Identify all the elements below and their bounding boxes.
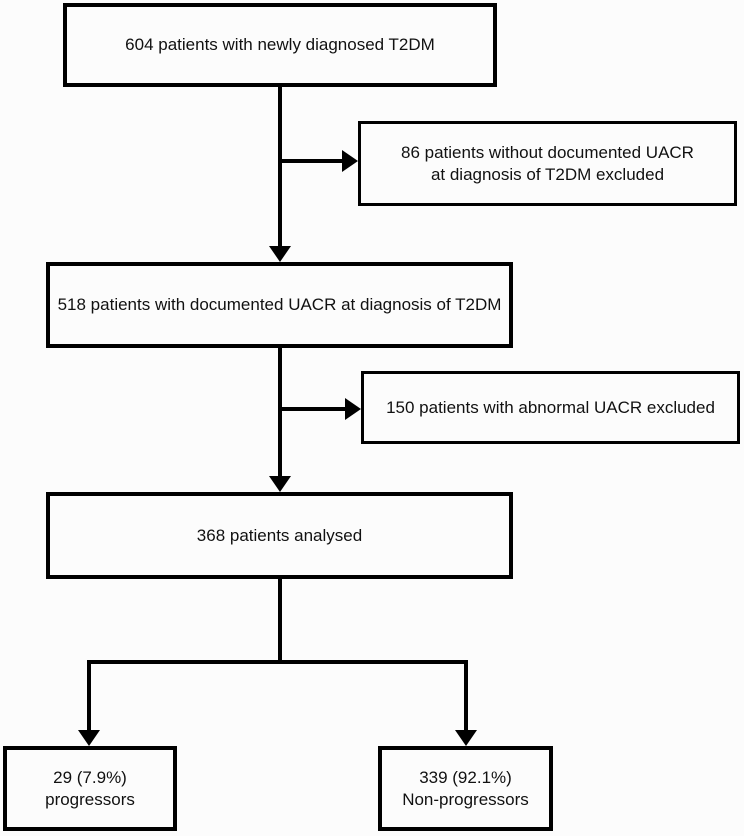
flow-box-documented-uacr: 518 patients with documented UACR at dia… (46, 262, 513, 348)
connector-branch-2 (280, 407, 345, 411)
flow-box-label-line2: progressors (45, 789, 135, 809)
flow-box-excluded-no-uacr: 86 patients without documented UACR at d… (358, 121, 737, 206)
flow-box-label-line1: 29 (7.9%) (53, 767, 127, 787)
connector-vertical-right (464, 660, 468, 730)
flow-box-non-progressors: 339 (92.1%) Non-progressors (378, 746, 553, 831)
flow-box-label: 604 patients with newly diagnosed T2DM (125, 35, 435, 54)
flow-box-label-line2: Non-progressors (402, 789, 529, 809)
arrowhead-down-right (455, 730, 477, 746)
connector-split-horizontal (87, 660, 468, 664)
flow-box-label-line1: 339 (92.1%) (419, 767, 512, 787)
connector-branch-1 (280, 159, 343, 163)
flow-box-label: 518 patients with documented UACR at dia… (57, 295, 502, 314)
arrowhead-down-1 (269, 246, 291, 262)
flow-box-label: 368 patients analysed (196, 525, 363, 545)
flow-box-progressors: 29 (7.9%) progressors (3, 746, 177, 831)
flow-box-newly-diagnosed: 604 patients with newly diagnosed T2DM (63, 3, 497, 87)
flow-box-label-line2: at diagnosis of T2DM excluded (430, 164, 665, 184)
arrowhead-right-1 (342, 150, 358, 172)
flow-box-analysed: 368 patients analysed (46, 492, 513, 579)
connector-vertical-1 (278, 87, 282, 247)
flow-box-excluded-abnormal-uacr: 150 patients with abnormal UACR excluded (361, 371, 740, 444)
arrowhead-down-2 (269, 476, 291, 492)
arrowhead-right-2 (345, 398, 361, 420)
connector-vertical-3 (278, 579, 282, 664)
arrowhead-down-left (78, 730, 100, 746)
connector-vertical-2 (278, 348, 282, 478)
flow-box-label: 150 patients with abnormal UACR excluded (386, 397, 715, 417)
flow-box-label-line1: 86 patients without documented UACR (401, 142, 694, 162)
connector-vertical-left (87, 660, 91, 730)
